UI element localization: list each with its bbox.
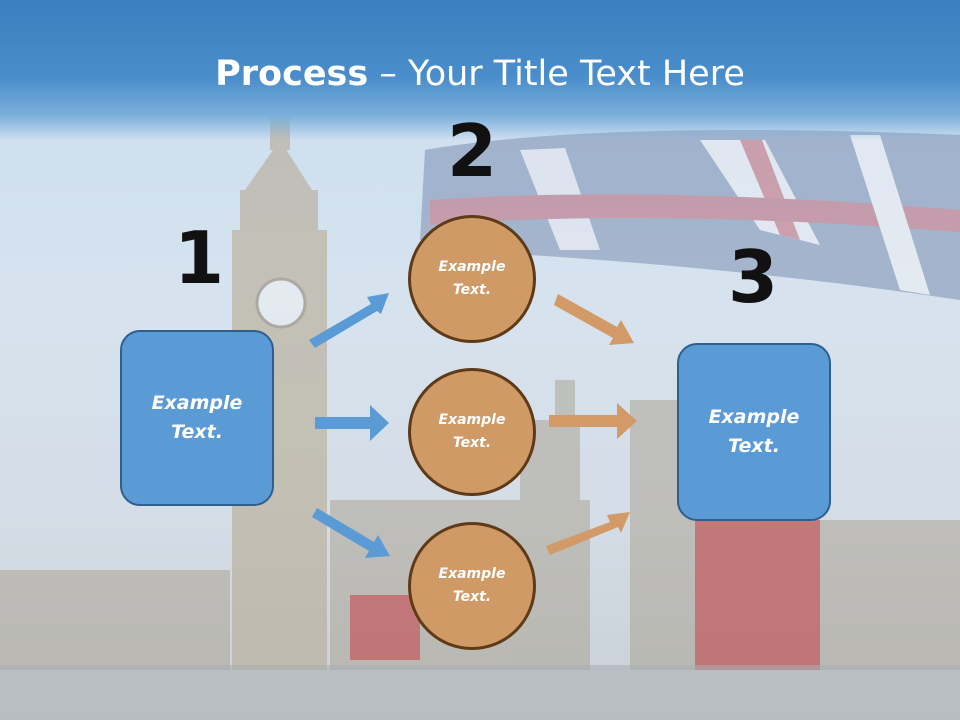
arrow-right-orange [549, 403, 637, 439]
arrow-up-right-blue [309, 293, 389, 348]
step-number-1: 1 [173, 216, 225, 300]
slide-title[interactable]: Process – Your Title Text Here [0, 52, 960, 96]
step-number-2: 2 [446, 109, 498, 193]
bus-image [350, 520, 820, 670]
arrow-right-blue [315, 405, 389, 441]
left-box-label: Example Text. [151, 392, 243, 443]
circle-bottom-label: Example Text. [438, 566, 506, 605]
flag-image [420, 130, 960, 300]
left-text-box[interactable]: Example Text. [120, 330, 274, 506]
circle-top-label: Example Text. [438, 259, 506, 298]
title-bar [0, 0, 960, 140]
title-bold: Process [215, 54, 369, 94]
right-box-label: Example Text. [708, 406, 800, 457]
step-number-3: 3 [727, 235, 779, 319]
road-image [0, 665, 960, 720]
circle-top[interactable]: Example Text. [408, 215, 536, 343]
circle-middle[interactable]: Example Text. [408, 368, 536, 496]
right-text-box[interactable]: Example Text. [677, 343, 831, 521]
arrow-up-right-orange [546, 512, 630, 555]
circle-bottom[interactable]: Example Text. [408, 522, 536, 650]
circle-middle-label: Example Text. [438, 412, 506, 451]
title-rest: – Your Title Text Here [368, 54, 745, 94]
arrow-down-right-orange [554, 294, 634, 345]
arrow-down-right-blue [312, 508, 390, 558]
